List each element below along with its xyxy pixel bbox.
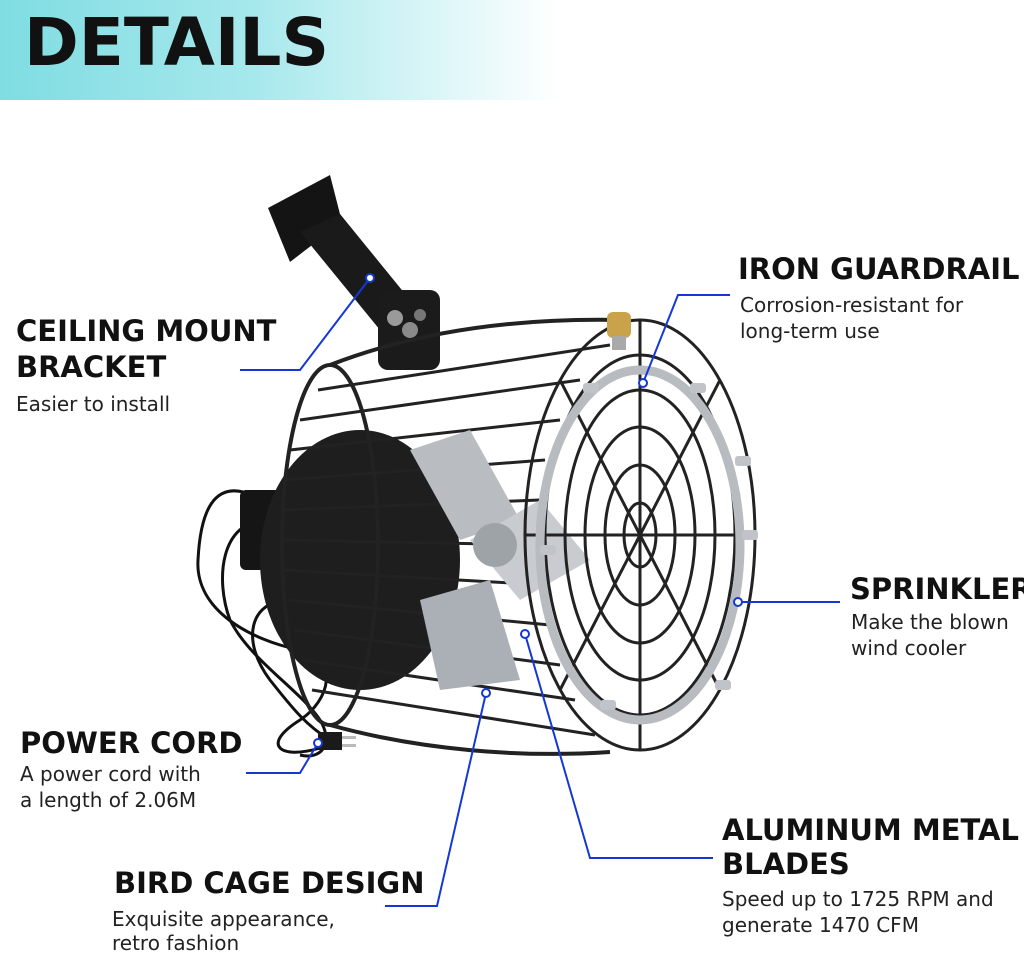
- sprinkler-title: SPRINKLER: [850, 572, 1024, 606]
- ceiling-mount-desc: Easier to install: [16, 392, 171, 416]
- power-cord-desc-line2: a length of 2.06M: [20, 788, 197, 812]
- aluminum-blades-desc-line2: generate 1470 CFM: [722, 913, 919, 937]
- sprinkler-desc-line2: wind cooler: [851, 636, 967, 660]
- sprinkler-nozzles-graphic: [540, 383, 758, 710]
- power-cord-desc-line1: A power cord with: [20, 762, 201, 786]
- leader-lines: [240, 277, 840, 907]
- front-grill-graphic: [523, 318, 757, 752]
- bird-cage-graphic: [280, 317, 621, 756]
- brass-fitting-graphic: [607, 312, 631, 350]
- aluminum-blades-graphic: [410, 430, 590, 690]
- power-cord-title: POWER CORD: [20, 726, 243, 760]
- ceiling-mount-title-line2: BRACKET: [16, 350, 167, 384]
- iron-guardrail-desc-line1: Corrosion-resistant for: [740, 293, 964, 317]
- page-title: DETAILS: [24, 4, 329, 81]
- sprinkler-ring-graphic: [535, 365, 745, 725]
- bird-cage-desc-line1: Exquisite appearance,: [112, 907, 335, 931]
- aluminum-blades-desc-line1: Speed up to 1725 RPM and: [722, 887, 994, 911]
- aluminum-blades-title: ALUMINUM METAL: [722, 813, 1019, 847]
- header-band: [0, 0, 560, 100]
- sprinkler-desc-line1: Make the blown: [851, 610, 1009, 634]
- iron-guardrail-title: IRON GUARDRAIL: [738, 252, 1020, 286]
- motor-graphic: [240, 430, 460, 690]
- ceiling-mount-title: CEILING MOUNT: [16, 314, 277, 348]
- ceiling-mount-bracket-graphic: [268, 175, 440, 370]
- bird-cage-title: BIRD CAGE DESIGN: [114, 866, 425, 900]
- aluminum-blades-title-line2: BLADES: [722, 847, 850, 881]
- iron-guardrail-desc-line2: long-term use: [740, 319, 880, 343]
- bird-cage-desc-line2: retro fashion: [112, 931, 240, 955]
